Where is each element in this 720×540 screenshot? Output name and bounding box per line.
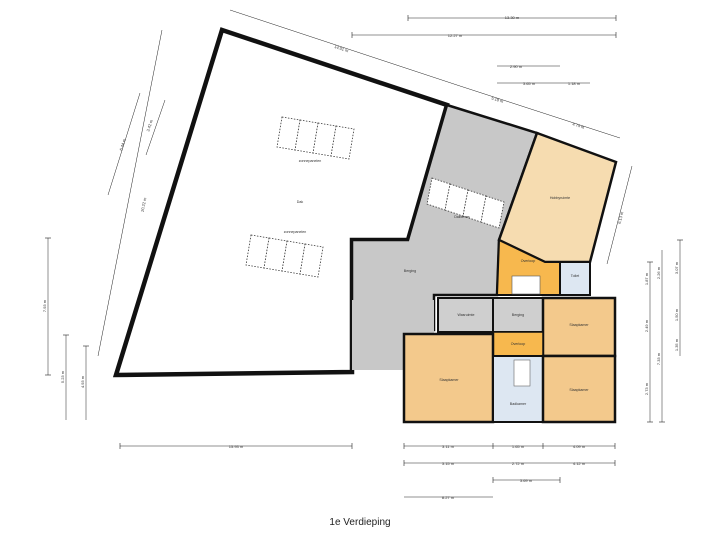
dim-left-1: 7.93 m xyxy=(42,299,47,312)
dim-diag-3: 4.74 m xyxy=(572,121,586,130)
dim-bottom-9: 8.27 m xyxy=(442,495,455,500)
stairs-top xyxy=(511,275,541,295)
dim-bottom-8: 3.69 m xyxy=(520,478,533,483)
dim-right-4: 2.49 m xyxy=(644,319,649,332)
dim-top-2: 12.27 m xyxy=(448,33,463,38)
dimension-lines xyxy=(45,9,683,498)
room-label-solar-bottom: zonnepanelen xyxy=(284,230,307,234)
dim-right-8: 2.73 m xyxy=(644,382,649,395)
dim-left-3: 4.93 m xyxy=(80,375,85,388)
room-label-overloop-center: Overloop xyxy=(511,342,526,346)
floor-caption: 1e Verdieping xyxy=(329,517,391,528)
room-label-slaapkamer-right-top: Slaapkamer xyxy=(569,323,589,327)
solar-panels-bottom xyxy=(245,234,324,278)
slaapkamer-right-bottom xyxy=(541,354,617,424)
dim-right-7: 1.35 m xyxy=(674,338,679,351)
wasruimte xyxy=(437,297,494,333)
toilet-room xyxy=(559,261,591,296)
bathtub xyxy=(513,359,531,387)
dim-left-diag-2: 6.44 m xyxy=(118,137,127,151)
room-label-slaapkamer-left: Slaapkamer xyxy=(439,378,459,382)
dim-right-1: 1.87 m xyxy=(644,272,649,285)
dim-top-3: 2.90 m xyxy=(510,64,523,69)
dim-top-5: 1.18 m xyxy=(568,81,581,86)
dim-right-3: 3.07 m xyxy=(674,261,679,274)
slaapkamer-left xyxy=(402,332,495,424)
dim-bottom-5: 3.15 m xyxy=(442,461,455,466)
dim-right-6: 7.33 m xyxy=(656,352,661,365)
dim-top-4: 3.65 m xyxy=(523,81,536,86)
room-label-solar-top: zonnepanelen xyxy=(299,159,322,163)
room-label-terrace-top: Dakterras xyxy=(454,215,470,219)
dim-right-5: 1.50 m xyxy=(674,308,679,321)
dim-bottom-7: 4.12 m xyxy=(573,461,586,466)
dim-top-1: 13.30 m xyxy=(505,15,520,20)
room-label-terrace-main: Berging xyxy=(404,269,416,273)
dim-right-2: 2.26 m xyxy=(656,266,661,279)
room-label-slaapkamer-right-bottom: Slaapkamer xyxy=(569,388,589,392)
dim-bottom-1: 15.93 m xyxy=(229,444,244,449)
room-label-hobby: Hobbyruimte xyxy=(550,196,570,200)
terrace-skylights xyxy=(426,177,505,229)
dim-bottom-4: 4.09 m xyxy=(573,444,586,449)
dim-diag-2: 5.18 m xyxy=(491,95,505,104)
room-label-wasruimte: Wasruimte xyxy=(457,313,474,317)
dim-right-diag: 6.13 m xyxy=(617,210,625,224)
room-label-badkamer: Badkamer xyxy=(510,402,527,406)
dim-bottom-2: 3.11 m xyxy=(442,444,455,449)
room-label-toilet: Toilet xyxy=(571,274,579,278)
slaapkamer-right-top xyxy=(541,296,617,358)
dim-left-diag-3: 20.22 m xyxy=(140,196,148,212)
dim-bottom-3: 1.65 m xyxy=(512,444,525,449)
dim-left-2: 5.23 m xyxy=(60,370,65,383)
dim-diag-1: 14.01 m xyxy=(334,44,350,53)
room-label-overloop-top: Overloop xyxy=(521,259,536,263)
room-label-berging-small: Berging xyxy=(512,313,524,317)
room-label-roof: Dak xyxy=(297,200,304,204)
dim-bottom-6: 2.72 m xyxy=(512,461,525,466)
solar-panels-top xyxy=(276,116,355,160)
dim-left-diag-1: 3.42 m xyxy=(145,118,154,132)
